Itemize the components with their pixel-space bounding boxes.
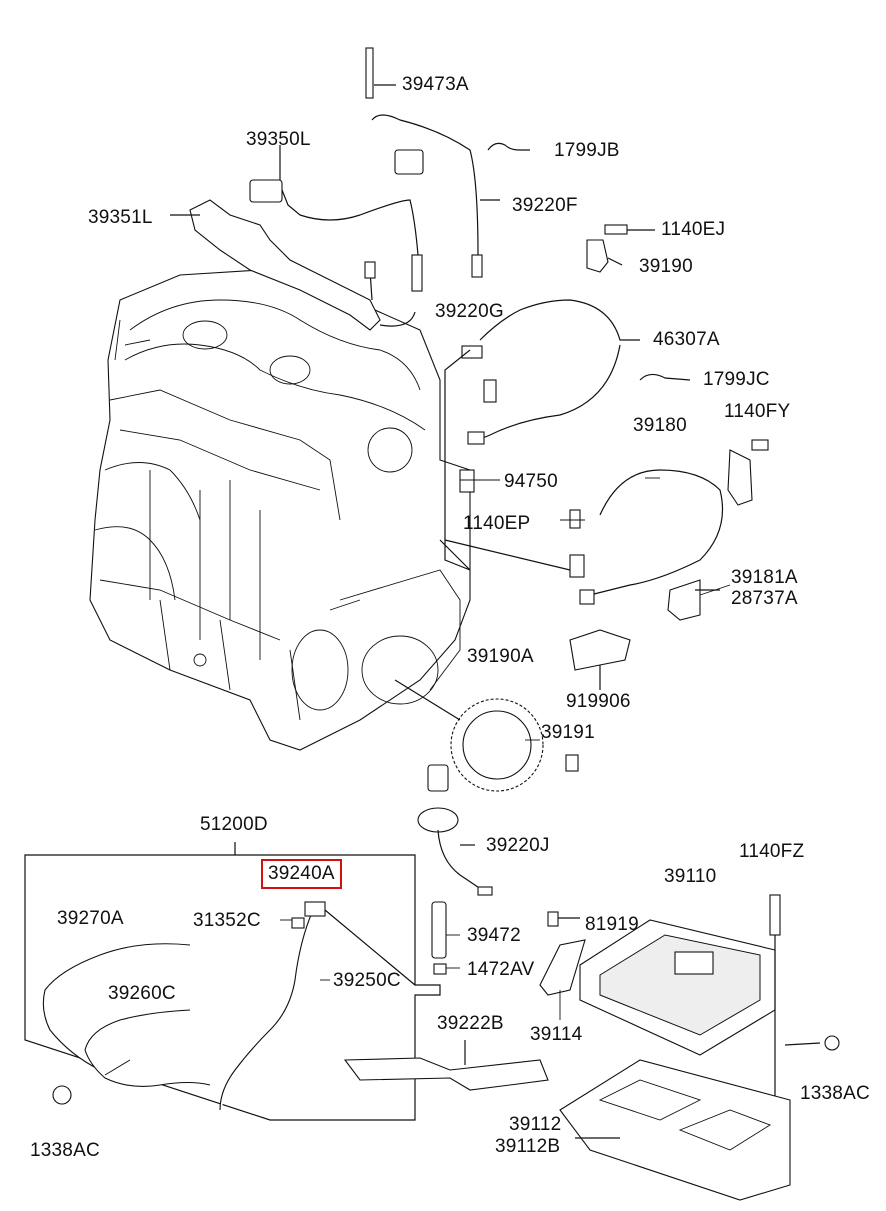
part-label-39350L: 39350L [246,129,311,150]
lower-center-parts [343,901,586,1091]
part-label-39250C: 39250C [333,970,401,991]
part-label-919906: 919906 [566,691,631,712]
part-label-94750: 94750 [504,471,558,492]
part-label-39181A: 39181A [731,567,798,588]
part-label-51200D: 51200D [200,814,268,835]
part-label-1140FZ: 1140FZ [739,841,805,862]
part-label-39190: 39190 [639,256,693,277]
leader-lines [104,477,731,1076]
part-label-39220F: 39220F [512,195,578,216]
part-label-39240A-highlighted[interactable]: 39240A [261,859,342,889]
hose-assembly-box [24,842,441,1121]
part-label-39222B: 39222B [437,1013,504,1034]
part-label-39220G: 39220G [435,301,504,322]
part-label-1140EP: 1140EP [463,513,531,534]
part-label-1799JB: 1799JB [554,140,620,161]
part-label-39190A: 39190A [467,646,534,667]
part-label-1799JC: 1799JC [703,369,770,390]
part-label-39114: 39114 [530,1024,583,1045]
part-label-39220J: 39220J [486,835,550,856]
part-label-39260C: 39260C [108,983,176,1004]
part-label-81919: 81919 [585,914,639,935]
part-label-39180: 39180 [633,415,687,436]
part-label-39112: 39112 [509,1114,562,1135]
part-label-39110: 39110 [664,866,717,887]
top-sensors [170,47,530,331]
part-label-39473A: 39473A [402,74,469,95]
part-label-39270A: 39270A [57,908,124,929]
part-label-31352C: 31352C [193,910,261,931]
part-label-39112B: 39112B [495,1136,561,1157]
part-label-1140FY: 1140FY [724,401,791,422]
engine-block [89,269,471,751]
part-label-1140EJ: 1140EJ [661,219,726,240]
ecu-assembly [559,894,840,1201]
part-label-46307A: 46307A [653,329,720,350]
part-label-39191: 39191 [541,722,595,743]
part-label-1338AC-left: 1338AC [30,1140,100,1161]
part-label-39472: 39472 [467,925,521,946]
part-label-39351L: 39351L [88,207,153,228]
right-sensors [439,224,769,690]
ring-gear-assembly [394,679,579,896]
part-label-1338AC-right: 1338AC [800,1083,870,1104]
part-label-28737A: 28737A [731,588,798,609]
part-label-1472AV: 1472AV [467,959,535,980]
